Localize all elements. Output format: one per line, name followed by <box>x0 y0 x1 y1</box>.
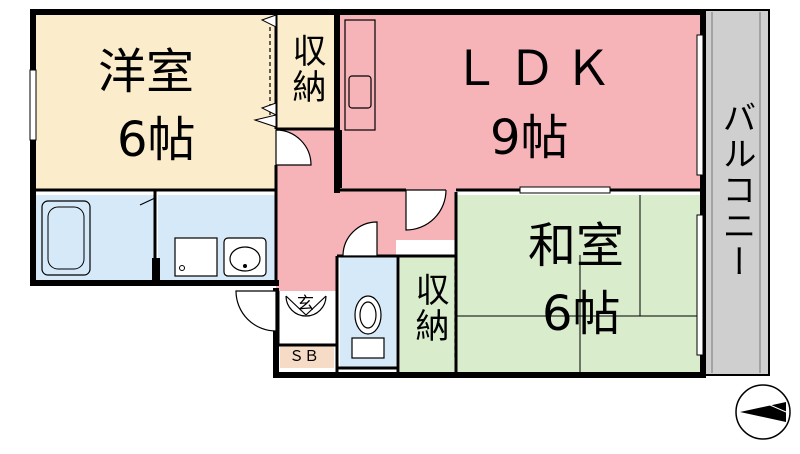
sink-icon <box>223 237 267 277</box>
kitchen-sink-icon <box>344 19 376 131</box>
washing-machine-icon <box>174 237 218 277</box>
balcony-label: バルコニー <box>716 100 756 280</box>
north-arrow-icon <box>735 384 791 440</box>
ldk-room-size: 9帖 <box>490 110 569 166</box>
entrance-area <box>280 291 334 345</box>
bathtub-icon <box>41 200 91 276</box>
storage-mid <box>400 256 456 372</box>
japanese-room-size: 6帖 <box>542 286 621 342</box>
hallway <box>276 129 456 291</box>
storage-top-label: 収納 <box>286 33 326 105</box>
shoe-box-label: ＳＢ <box>289 347 320 365</box>
ldk-room-name: ＬＤＫ <box>452 41 621 97</box>
shoe-box-area <box>280 346 334 368</box>
toilet-icon <box>351 295 385 359</box>
storage-top <box>276 15 334 129</box>
storage-mid-label: 収納 <box>409 272 449 344</box>
entrance-label: 玄 <box>297 294 314 314</box>
western-room-name: 洋室 <box>98 44 195 100</box>
balcony-area <box>703 10 769 375</box>
ldk-room <box>340 15 703 190</box>
western-room <box>36 15 276 189</box>
japanese-room-name: 和室 <box>528 218 625 274</box>
western-room-size: 6帖 <box>117 112 196 168</box>
